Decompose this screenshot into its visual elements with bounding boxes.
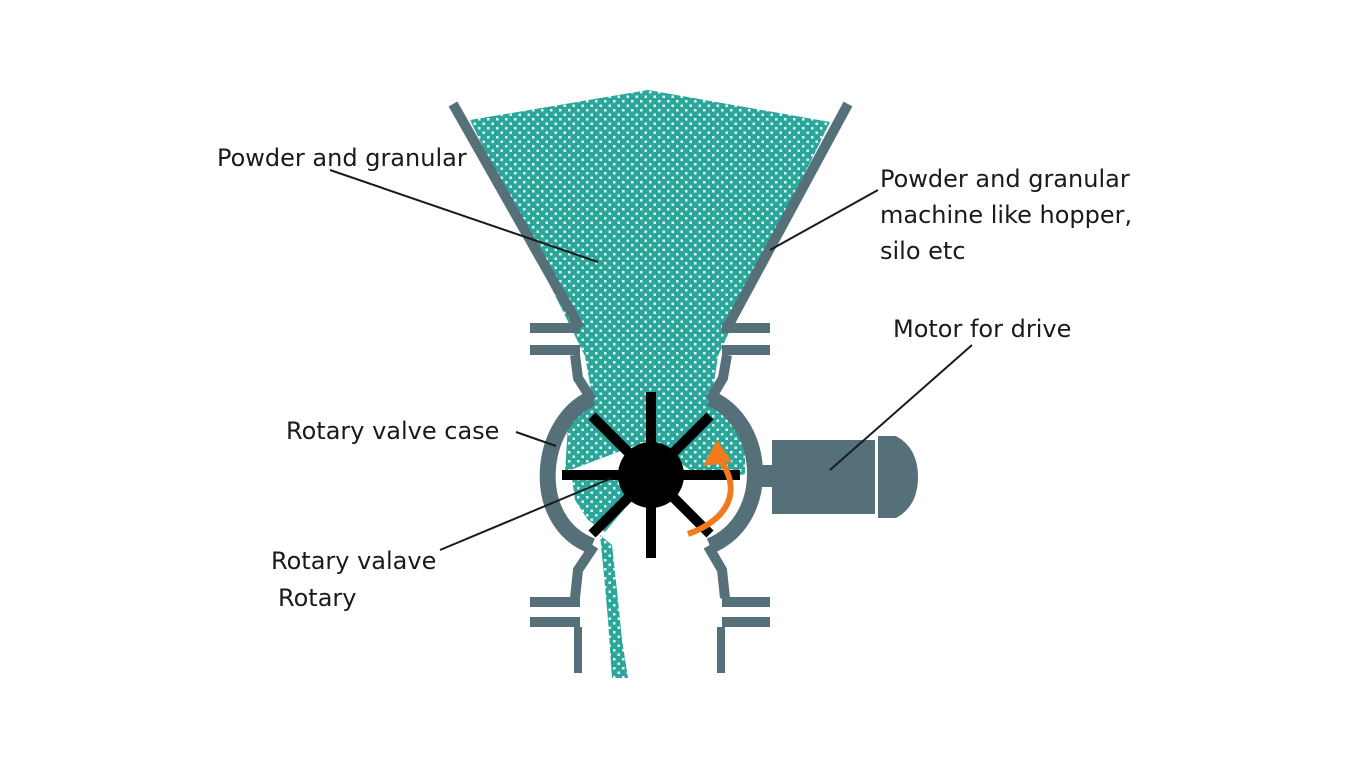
hopper-wall-left <box>448 101 585 331</box>
label-case: Rotary valve case <box>286 417 500 445</box>
lower-neck-left <box>570 543 599 599</box>
leader-powder <box>329 169 599 263</box>
rotation-arrow <box>686 455 734 537</box>
motor-shaft <box>758 465 772 487</box>
motor-body <box>772 440 875 514</box>
upper-flange-left-top <box>530 323 580 333</box>
upper-flange-right-top <box>722 323 770 333</box>
upper-flange-right-bottom <box>722 345 770 355</box>
upper-flange-left-bottom <box>530 345 580 355</box>
leader-lines <box>329 169 973 551</box>
label-rotor-line1: Rotary valave <box>271 547 437 575</box>
label-machine-line1: Powder and granular <box>880 165 1130 193</box>
lower-neck-right <box>703 543 730 599</box>
lower-flange-left-top <box>530 597 580 607</box>
label-motor: Motor for drive <box>893 315 1072 343</box>
lower-flange-right-bottom <box>722 617 770 627</box>
label-machine-line3: silo etc <box>880 237 966 265</box>
label-powder: Powder and granular <box>217 144 467 172</box>
lower-flange-right-top <box>722 597 770 607</box>
valve-case-right <box>706 390 763 554</box>
lower-flange-left-bottom <box>530 617 580 627</box>
motor-end-cap <box>878 436 918 518</box>
rotor-hub <box>618 442 684 508</box>
curved-arrow-icon <box>703 440 732 466</box>
powder-stream <box>600 535 628 678</box>
valve-case-left <box>539 390 596 554</box>
hopper-wall-right <box>722 101 853 331</box>
leader-rotor <box>439 477 613 551</box>
label-machine-line2: machine like hopper, <box>880 201 1133 229</box>
leader-case <box>515 431 557 447</box>
powder-fill <box>470 90 830 475</box>
label-rotor-line2: Rotary <box>278 584 357 612</box>
leader-motor <box>829 344 973 471</box>
leader-machine <box>769 189 879 251</box>
